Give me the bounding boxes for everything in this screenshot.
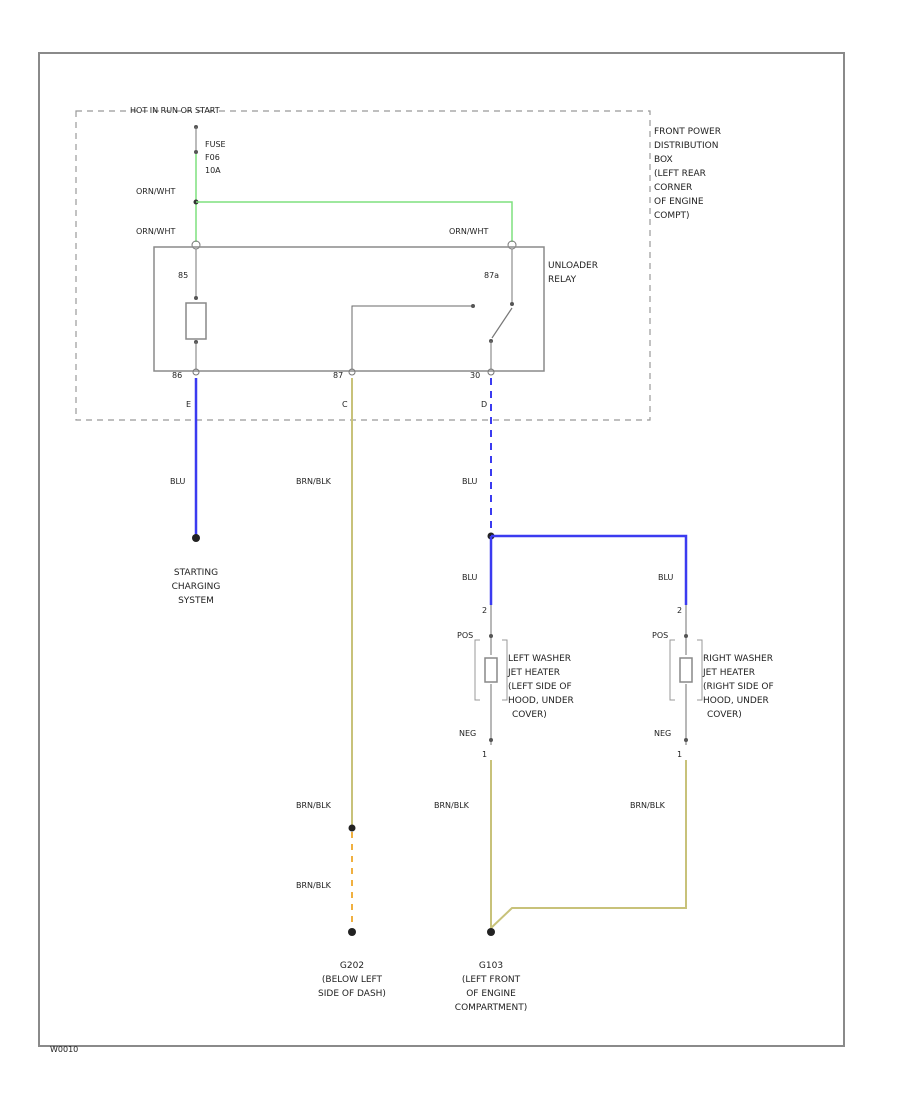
wire-color-orn-wht-3: ORN/WHT	[449, 227, 488, 236]
starting-label-2: CHARGING	[172, 582, 221, 592]
right-washer-label-5: COVER)	[707, 710, 742, 720]
g103-label-4: COMPARTMENT)	[455, 1003, 527, 1013]
relay-coil-node-top	[194, 296, 198, 300]
connector-c: C	[342, 400, 348, 409]
relay-switch-grey-wire	[351, 305, 473, 370]
relay-terminal-30	[487, 368, 495, 376]
g103-label-1: G103	[479, 961, 503, 971]
relay-terminal-86	[192, 368, 200, 376]
left-washer-neg: NEG	[459, 729, 476, 738]
wire-color-blu-4: BLU	[658, 573, 674, 582]
g103-ground	[487, 928, 495, 936]
relay-pin-85: 85	[178, 271, 188, 280]
unloader-relay-body	[153, 246, 545, 372]
right-washer-pos-node	[684, 634, 688, 638]
power-box-title: HOT IN RUN OR START	[130, 106, 220, 115]
wire-color-orn-wht-1: ORN/WHT	[136, 187, 175, 196]
wire-color-brn-blk-3: BRN/BLK	[296, 881, 332, 890]
right-washer-component-bracket	[669, 639, 675, 701]
relay-label-1: UNLOADER	[548, 261, 598, 271]
front-power-label-2: DISTRIBUTION	[654, 141, 718, 151]
g202-label-3: SIDE OF DASH)	[318, 989, 386, 999]
g103-label-2: (LEFT FRONT	[462, 975, 521, 985]
wire-color-brn-blk-4: BRN/BLK	[434, 801, 470, 810]
right-washer-pin-2: 2	[677, 606, 682, 615]
right-washer-heater-element	[679, 657, 693, 683]
right-washer-neg-node	[684, 738, 688, 742]
right-washer-pos: POS	[652, 631, 668, 640]
relay-switch-node-87a	[510, 302, 514, 306]
right-washer-label-1: RIGHT WASHER	[703, 654, 773, 664]
wire-color-brn-blk-1: BRN/BLK	[296, 477, 332, 486]
blue-wire-washers	[491, 534, 688, 605]
front-power-label-4: (LEFT REAR	[654, 169, 706, 179]
g103-label-3: OF ENGINE	[466, 989, 516, 999]
starting-system-terminal	[192, 534, 200, 542]
fuse-label-3: 10A	[205, 166, 221, 175]
relay-pin-87: 87	[333, 371, 343, 380]
outer-frame	[38, 52, 845, 1047]
right-washer-label-3: (RIGHT SIDE OF	[703, 682, 774, 692]
starting-label-1: STARTING	[174, 568, 218, 578]
front-power-label-6: OF ENGINE	[654, 197, 704, 207]
right-washer-label-4: HOOD, UNDER	[703, 696, 769, 706]
relay-switch-contact	[471, 304, 475, 308]
fuse-bottom-terminal	[194, 150, 198, 154]
left-washer-heater-element	[484, 657, 498, 683]
left-washer-neg-node	[489, 738, 493, 742]
wire-color-brn-blk-2: BRN/BLK	[296, 801, 332, 810]
wire-color-blu-3: BLU	[462, 573, 478, 582]
left-washer-pin-1: 1	[482, 750, 487, 759]
starting-label-3: SYSTEM	[178, 596, 214, 606]
right-washer-pin-1: 1	[677, 750, 682, 759]
fuse-label-2: F06	[205, 153, 220, 162]
connector-d: D	[481, 400, 487, 409]
relay-pin-30: 30	[470, 371, 480, 380]
left-washer-pos-node	[489, 634, 493, 638]
right-washer-component-bracket-right	[697, 639, 703, 701]
left-washer-pin-2: 2	[482, 606, 487, 615]
relay-label-2: RELAY	[548, 275, 577, 285]
left-washer-label-4: HOOD, UNDER	[508, 696, 574, 706]
relay-pin-87a: 87a	[484, 271, 499, 280]
front-power-label-5: CORNER	[654, 183, 692, 193]
wire-color-orn-wht-2: ORN/WHT	[136, 227, 175, 236]
relay-terminal-30-top	[507, 240, 517, 250]
relay-terminal-85-top	[191, 240, 201, 250]
relay-switch-arm	[491, 307, 513, 339]
wire-color-brn-blk-5: BRN/BLK	[630, 801, 666, 810]
left-washer-label-1: LEFT WASHER	[508, 654, 571, 664]
left-washer-pos: POS	[457, 631, 473, 640]
front-power-label-7: COMPT)	[654, 211, 690, 221]
g202-label-2: (BELOW LEFT	[322, 975, 383, 985]
left-washer-component-bracket-right	[502, 639, 508, 701]
connector-e: E	[186, 400, 191, 409]
front-power-label-1: FRONT POWER	[654, 127, 721, 137]
right-washer-label-2: JET HEATER	[702, 668, 755, 678]
g202-ground	[348, 928, 356, 936]
wire-color-blu-2: BLU	[462, 477, 478, 486]
wire-color-blu-1: BLU	[170, 477, 186, 486]
relay-pin-86: 86	[172, 371, 182, 380]
power-box-outline	[75, 110, 651, 421]
left-washer-component-bracket	[474, 639, 480, 701]
brn-blk-wire-right-washer	[490, 760, 687, 929]
front-power-label-3: BOX	[654, 155, 673, 165]
green-wire-jumper	[196, 201, 513, 242]
relay-coil	[185, 302, 207, 340]
left-washer-label-2: JET HEATER	[507, 668, 560, 678]
right-washer-neg: NEG	[654, 729, 671, 738]
g202-label-1: G202	[340, 961, 364, 971]
left-washer-label-5: COVER)	[512, 710, 547, 720]
footer-code: W0010	[50, 1045, 78, 1054]
fuse-label-1: FUSE	[205, 140, 226, 149]
relay-terminal-87	[348, 368, 356, 376]
left-washer-label-3: (LEFT SIDE OF	[508, 682, 572, 692]
g202-splice	[348, 824, 356, 832]
